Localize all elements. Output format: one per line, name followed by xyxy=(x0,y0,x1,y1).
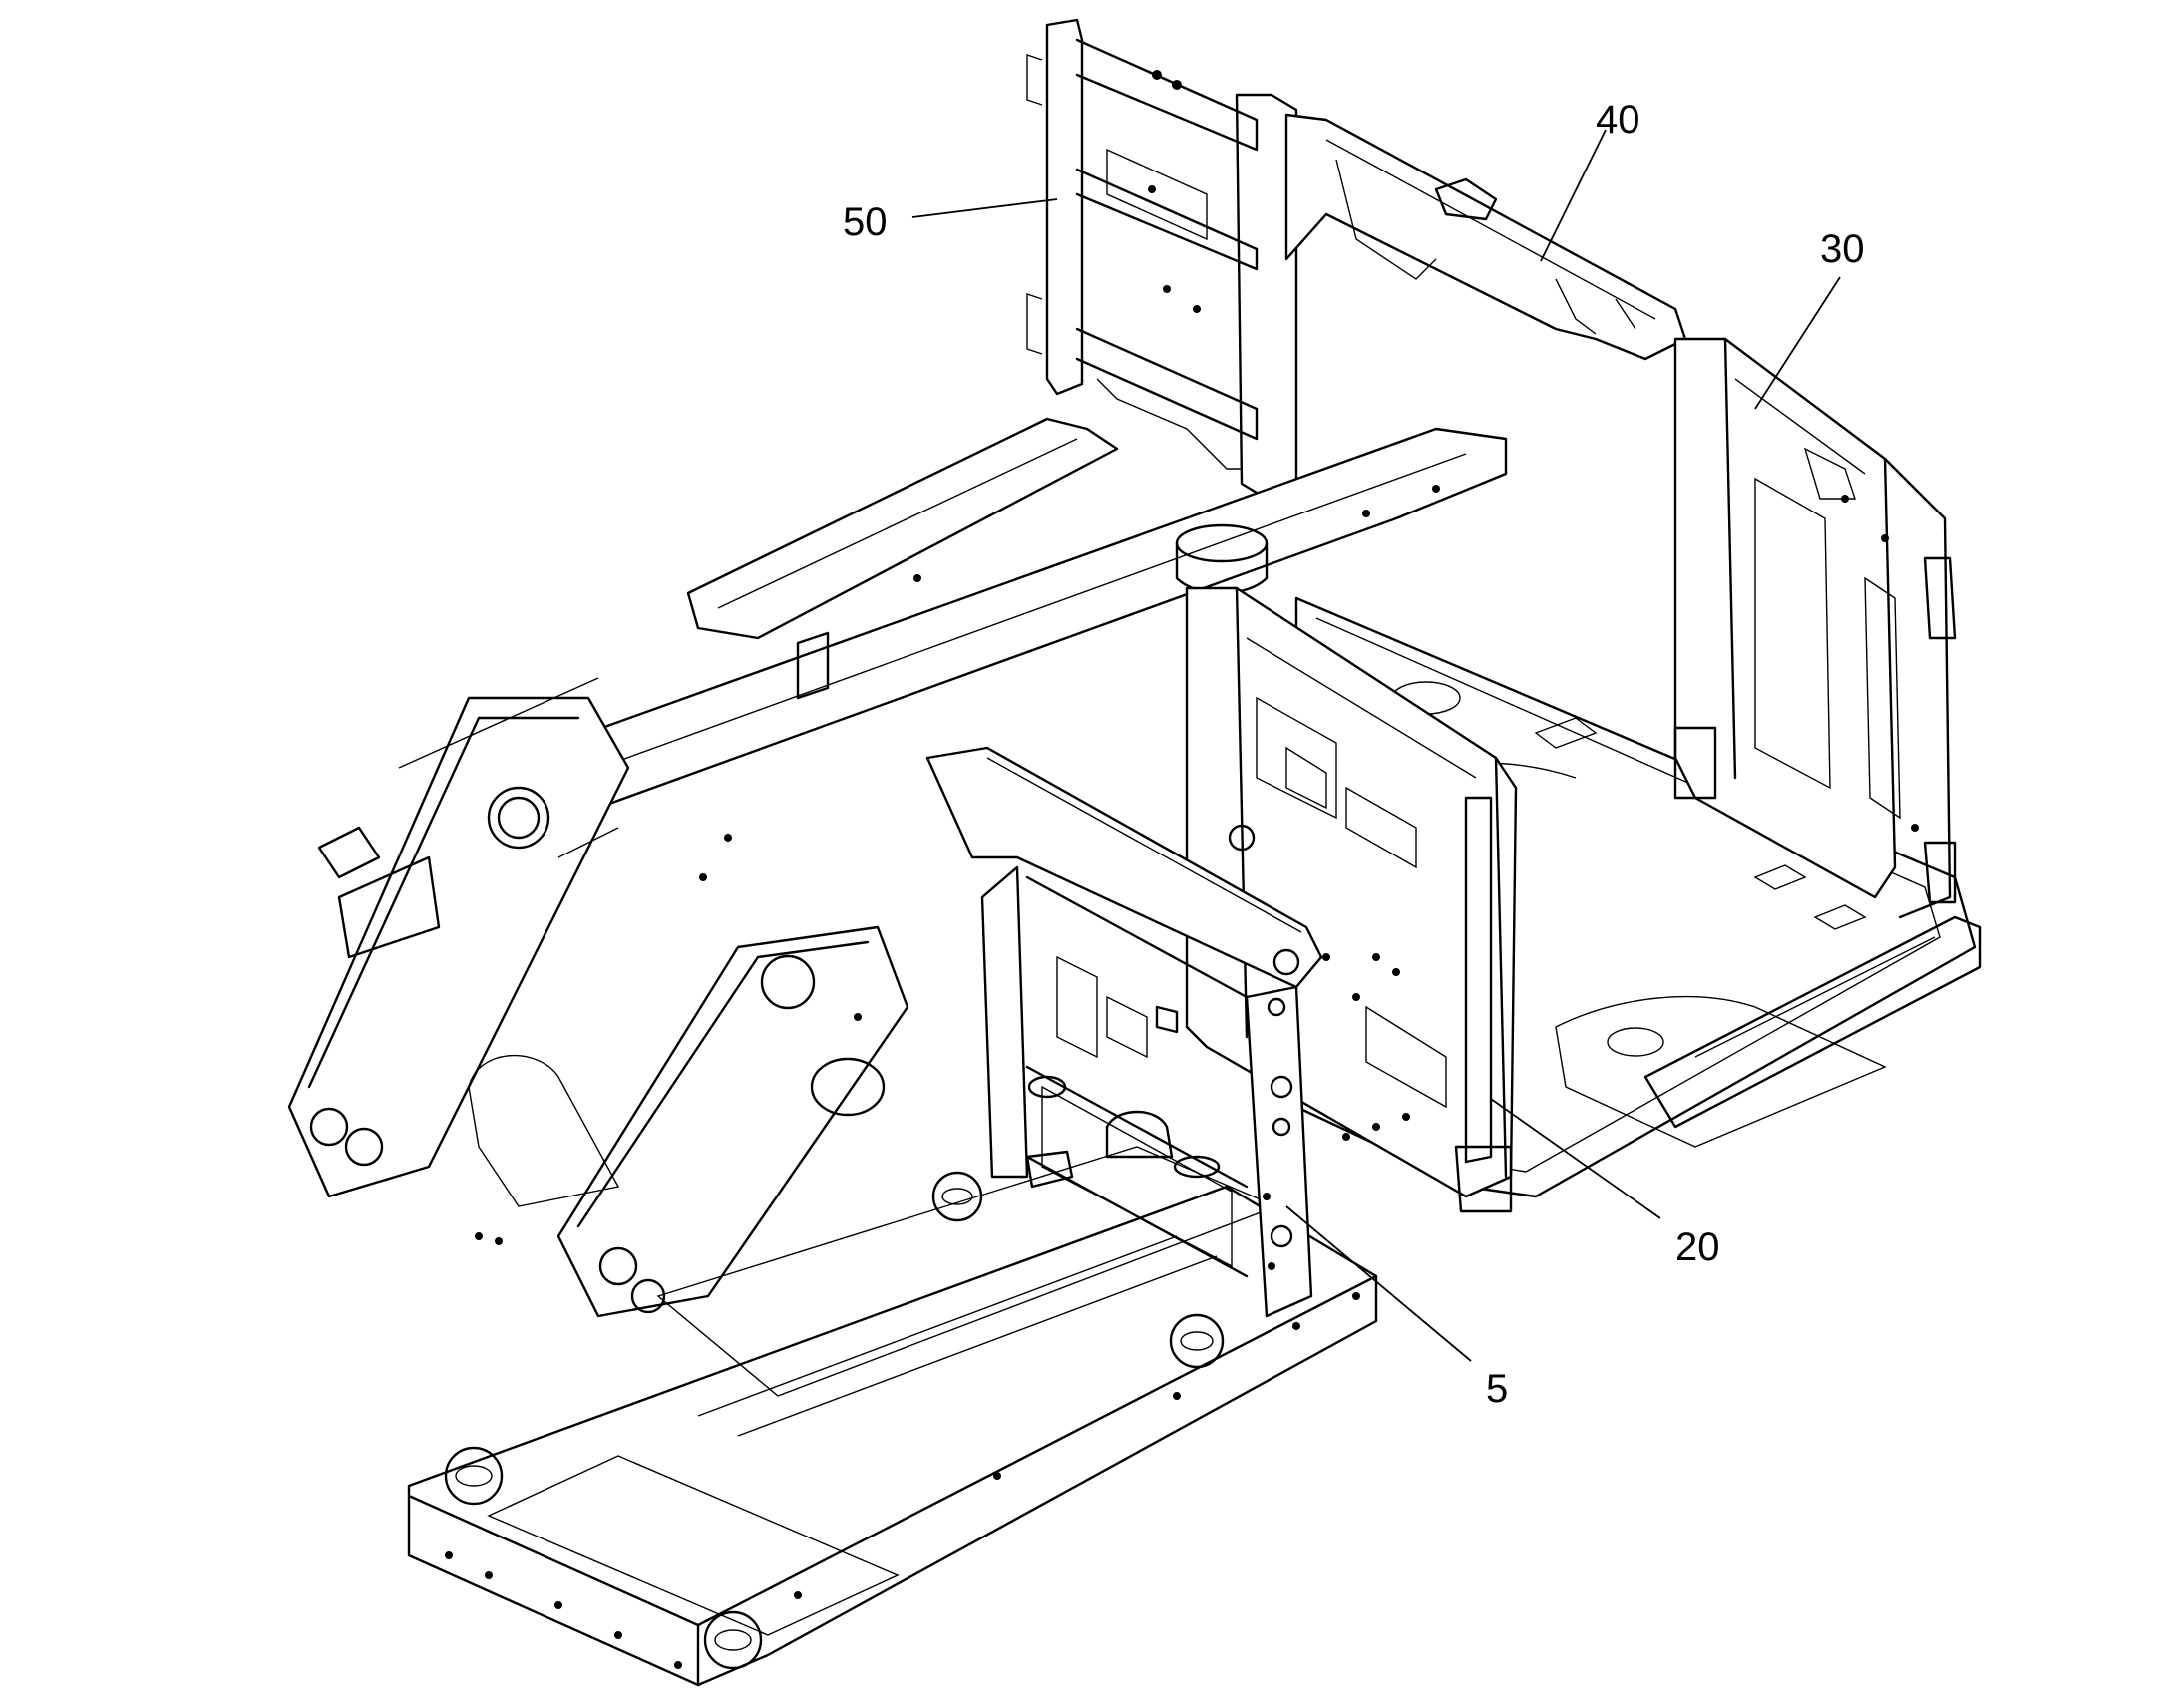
part-30-right-side-wall xyxy=(1673,337,1957,919)
callout-5: 5 xyxy=(1486,1367,1508,1411)
part-50-rear-upright xyxy=(1026,18,1298,501)
part-40-rear-crossmember xyxy=(1284,113,1687,361)
callout-50: 50 xyxy=(843,200,888,244)
callout-20: 20 xyxy=(1675,1225,1720,1269)
callout-leaders xyxy=(911,129,1841,1362)
leader-40 xyxy=(1540,129,1607,262)
leader-20 xyxy=(1490,1098,1661,1219)
leader-50 xyxy=(911,198,1058,218)
leader-30 xyxy=(1754,276,1841,410)
callout-30: 30 xyxy=(1820,227,1865,271)
callout-40: 40 xyxy=(1596,98,1640,142)
front-floor-frame xyxy=(407,1146,1378,1687)
leader-5 xyxy=(1285,1205,1472,1362)
callout-labels: 50 40 30 20 5 xyxy=(843,98,1865,1411)
boom-bracket-assembly xyxy=(287,677,909,1318)
part-5-front-frame xyxy=(925,746,1323,1318)
